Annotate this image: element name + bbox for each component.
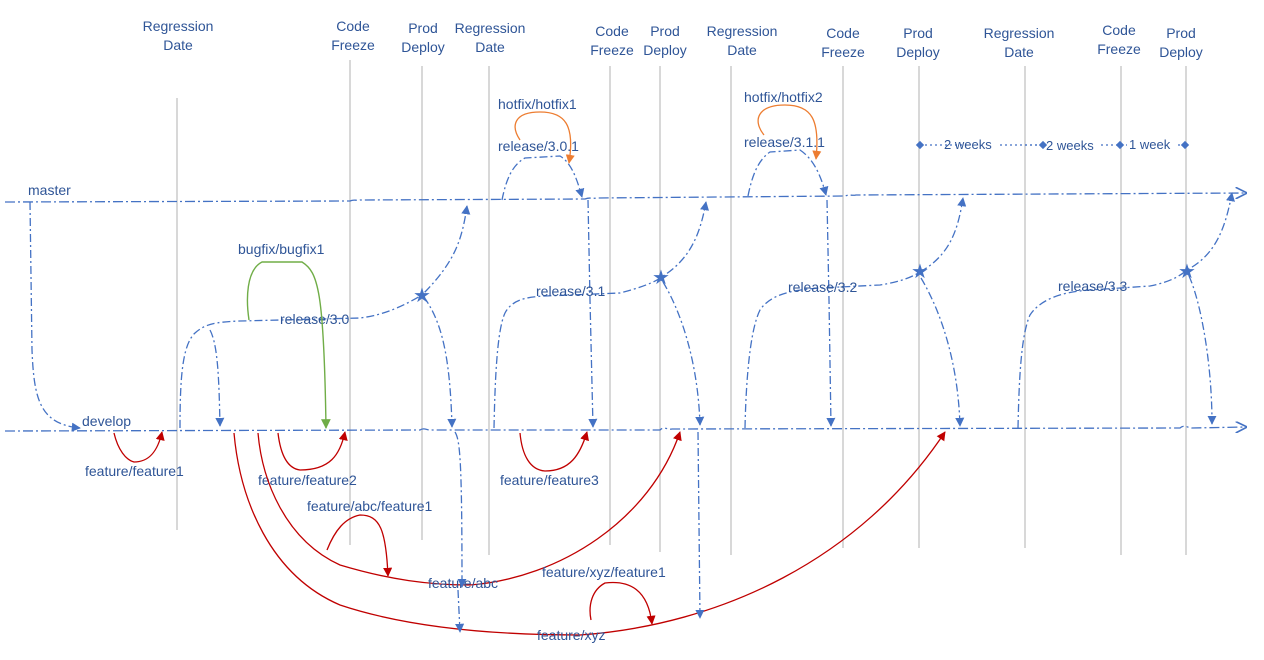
release-label: release/3.3 bbox=[1058, 278, 1127, 294]
hotfix-release-label: release/3.0.1 bbox=[498, 138, 579, 154]
hotfix-label: hotfix/hotfix1 bbox=[498, 96, 577, 112]
feature-xyz-label: feature/xyz bbox=[537, 627, 605, 643]
hotfix-release-line bbox=[501, 155, 585, 201]
release-3-3: release/3.3 ★ bbox=[1017, 192, 1235, 429]
hotfix-release-3-1-1: hotfix/hotfix2 release/3.1.1 bbox=[744, 89, 829, 197]
bugfix-arc bbox=[246, 261, 331, 429]
duration-spans: 2 weeks 2 weeks 1 week bbox=[915, 137, 1190, 153]
bugfix-branch: bugfix/bugfix1 bbox=[238, 241, 331, 429]
release-star-icon: ★ bbox=[911, 259, 929, 283]
master-branch: master bbox=[4, 182, 1246, 203]
release-merge-down bbox=[587, 199, 598, 428]
feature3-arc bbox=[519, 431, 589, 472]
release-merge-down bbox=[209, 329, 225, 427]
release-3-2: release/3.2 ★ bbox=[744, 197, 967, 429]
release-merge-back bbox=[1188, 275, 1217, 425]
bugfix-label: bugfix/bugfix1 bbox=[238, 241, 325, 257]
feature-abc-arc bbox=[257, 431, 682, 586]
feature1-label: feature/feature1 bbox=[85, 463, 184, 479]
milestone-label: Prod bbox=[1166, 25, 1196, 41]
duration-label: 1 week bbox=[1129, 137, 1171, 152]
milestone-label: Prod bbox=[408, 20, 438, 36]
feature-xyz-feature1-arc bbox=[589, 581, 656, 625]
develop-to-feature-xyz-2 bbox=[695, 431, 705, 619]
release-star-icon: ★ bbox=[413, 283, 431, 307]
release-branch-line bbox=[493, 201, 710, 429]
milestone-label: Code bbox=[336, 18, 370, 34]
milestone-label: Date bbox=[727, 42, 757, 58]
release-merge-back bbox=[423, 296, 457, 428]
release-3-1: release/3.1 ★ bbox=[493, 199, 710, 429]
release-merge-back bbox=[662, 281, 705, 426]
release-star-icon: ★ bbox=[1178, 259, 1196, 283]
feature-branches: feature/feature1 feature/feature2 featur… bbox=[85, 431, 946, 643]
feature1-arc bbox=[113, 431, 165, 463]
milestone-label: Freeze bbox=[590, 42, 634, 58]
milestone-label: Regression bbox=[707, 23, 778, 39]
develop-to-feature-abc bbox=[454, 431, 467, 588]
release-branch-line bbox=[179, 205, 471, 429]
milestone-label: Freeze bbox=[821, 44, 865, 60]
develop-to-feature-xyz bbox=[455, 589, 465, 633]
feature-xyz-feature1-label: feature/xyz/feature1 bbox=[542, 564, 666, 580]
master-line bbox=[4, 193, 1246, 203]
develop-line bbox=[4, 426, 1246, 431]
milestone-label: Date bbox=[1004, 44, 1034, 60]
milestone-label: Regression bbox=[455, 20, 526, 36]
milestone-label: Regression bbox=[984, 25, 1055, 41]
develop-branch: develop bbox=[4, 201, 1246, 432]
milestone-label: Date bbox=[475, 39, 505, 55]
milestone-label: Deploy bbox=[643, 42, 687, 58]
develop-label: develop bbox=[82, 413, 131, 429]
feature2-arc bbox=[277, 431, 348, 471]
feature-abc-feature1-label: feature/abc/feature1 bbox=[307, 498, 433, 514]
feature2-label: feature/feature2 bbox=[258, 472, 357, 488]
release-star-icon: ★ bbox=[652, 265, 670, 289]
duration-label: 2 weeks bbox=[1046, 138, 1094, 153]
milestone-label: Freeze bbox=[1097, 41, 1141, 57]
hotfix-arc bbox=[757, 104, 822, 160]
milestone-label: Regression bbox=[143, 18, 214, 34]
release-merge-down bbox=[826, 199, 836, 427]
release-3-0: release/3.0 ★ bbox=[179, 205, 471, 429]
milestone-label: Prod bbox=[650, 23, 680, 39]
milestone-label: Code bbox=[595, 23, 629, 39]
release-merge-back bbox=[920, 277, 965, 427]
hotfix-release-line bbox=[747, 149, 829, 197]
milestone-label: Date bbox=[163, 37, 193, 53]
milestone-headers: Regression Date Code Freeze Prod Deploy … bbox=[143, 18, 1203, 60]
release-branch-line bbox=[1017, 192, 1235, 429]
milestone-label: Deploy bbox=[896, 44, 940, 60]
release-label: release/3.0 bbox=[280, 311, 349, 327]
release-label: release/3.2 bbox=[788, 279, 857, 295]
duration-label: 2 weeks bbox=[944, 137, 992, 152]
develop-syncs bbox=[454, 431, 705, 633]
hotfix-release-label: release/3.1.1 bbox=[744, 134, 825, 150]
feature-abc-label: feature/abc bbox=[428, 575, 498, 591]
master-label: master bbox=[28, 182, 71, 198]
hotfix-label: hotfix/hotfix2 bbox=[744, 89, 823, 105]
milestone-label: Code bbox=[1102, 22, 1136, 38]
master-to-develop-connector bbox=[29, 201, 81, 432]
feature-xyz-arc bbox=[233, 431, 946, 636]
milestone-label: Deploy bbox=[401, 39, 445, 55]
feature3-label: feature/feature3 bbox=[500, 472, 599, 488]
milestone-label: Freeze bbox=[331, 37, 375, 53]
milestone-label: Code bbox=[826, 25, 860, 41]
hotfix-arc bbox=[514, 111, 575, 164]
release-branch-line bbox=[744, 197, 967, 429]
feature-abc-feature1-arc bbox=[326, 514, 393, 577]
milestone-label: Deploy bbox=[1159, 44, 1203, 60]
milestone-label: Prod bbox=[903, 25, 933, 41]
release-label: release/3.1 bbox=[536, 283, 605, 299]
hotfix-release-3-0-1: hotfix/hotfix1 release/3.0.1 bbox=[498, 96, 585, 201]
